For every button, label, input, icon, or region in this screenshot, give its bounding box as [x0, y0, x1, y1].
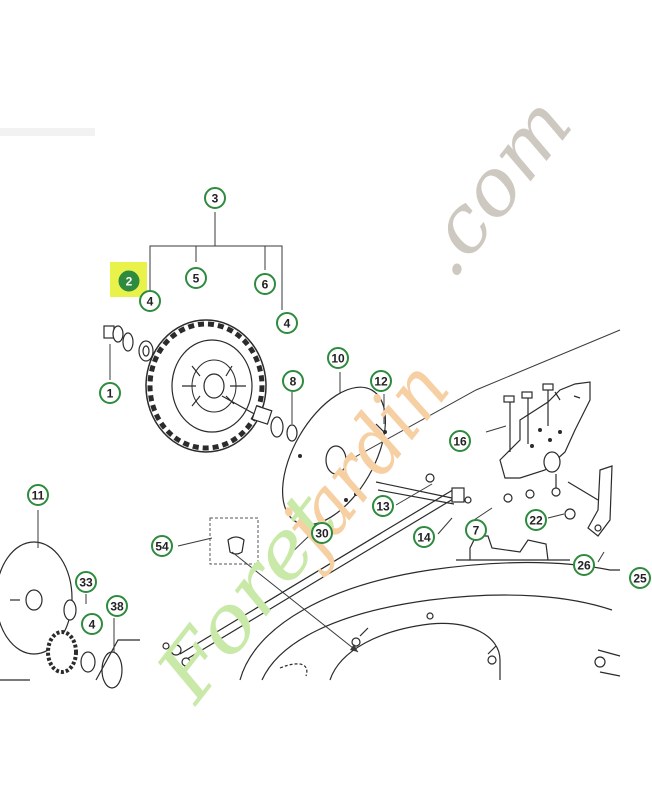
callout-label: 16 — [453, 435, 467, 449]
callout-circle — [465, 519, 487, 541]
callout-circle — [372, 495, 394, 517]
callout-c14: 14 — [413, 526, 435, 548]
callout-circle — [276, 312, 298, 334]
callout-circle — [106, 595, 128, 617]
callout-circle — [151, 535, 173, 557]
callout-label: 30 — [315, 527, 329, 541]
callout-circle — [525, 509, 547, 531]
callout-label: 4 — [89, 618, 96, 632]
callout-c4c: 4 — [81, 613, 103, 635]
callout-label: 2 — [126, 275, 133, 289]
callout-c5: 5 — [185, 267, 207, 289]
callout-label: 3 — [212, 192, 219, 206]
callout-label: 54 — [155, 540, 169, 554]
nut-part — [103, 325, 124, 343]
callout-label: 10 — [331, 352, 345, 366]
callout-label: 4 — [147, 295, 154, 309]
callout-circle — [311, 522, 333, 544]
faint-banner — [0, 128, 95, 136]
callout-c11: 11 — [27, 484, 49, 506]
callout-label: 38 — [110, 600, 124, 614]
callout-label: 22 — [529, 514, 543, 528]
callout-c6: 6 — [254, 273, 276, 295]
axle-bushing-part — [221, 395, 298, 442]
callout-circle — [282, 370, 304, 392]
callout-c22: 22 — [525, 509, 547, 531]
callout-label: 26 — [577, 559, 591, 573]
callout-label: 11 — [32, 489, 45, 503]
washer-part — [122, 332, 134, 352]
callout-label: 33 — [79, 576, 93, 590]
adjust-rod-drawing — [162, 329, 621, 667]
wheel-assembly-drawing — [103, 212, 298, 453]
callout-circle — [204, 187, 226, 209]
gear-part — [46, 630, 78, 674]
callout-c2: 2 — [118, 270, 140, 292]
callout-circle — [413, 526, 435, 548]
rear-wheel-drive-drawing — [0, 510, 140, 689]
callout-circle — [327, 347, 349, 369]
callout-label: 5 — [193, 272, 200, 286]
callout-c26: 26 — [573, 554, 595, 576]
callout-c4a: 4 — [139, 290, 161, 312]
callout-c7: 7 — [465, 519, 487, 541]
callout-c54: 54 — [151, 535, 173, 557]
callout-c33: 33 — [75, 571, 97, 593]
callout-circle — [370, 370, 392, 392]
wheel-part — [145, 319, 267, 453]
callout-c1: 1 — [99, 382, 121, 404]
callout-c4b: 4 — [276, 312, 298, 334]
callout-c3: 3 — [204, 187, 226, 209]
callout-circle — [449, 430, 471, 452]
watermark-part3: .com — [396, 81, 590, 294]
callout-label: 4 — [284, 317, 291, 331]
height-adjust-bracket-drawing — [499, 381, 613, 537]
leader-lines — [109, 344, 605, 563]
callout-circle — [99, 382, 121, 404]
callout-circle — [27, 484, 49, 506]
callout-label: 12 — [374, 375, 388, 389]
callout-c16: 16 — [449, 430, 471, 452]
callout-c10: 10 — [327, 347, 349, 369]
callout-circle — [81, 613, 103, 635]
part-54-box — [209, 517, 359, 653]
callout-c38: 38 — [106, 595, 128, 617]
callout-circle — [75, 571, 97, 593]
callout-c25: 25 — [629, 567, 651, 589]
callout-circle — [254, 273, 276, 295]
callout-label: 7 — [473, 524, 480, 538]
callout-circle — [139, 290, 161, 312]
callout-c8: 8 — [282, 370, 304, 392]
callout-circle — [573, 554, 595, 576]
callout-circle — [629, 567, 651, 589]
callout-circle — [118, 270, 140, 292]
callout-c12: 12 — [370, 370, 392, 392]
callout-circle — [185, 267, 207, 289]
callout-label: 14 — [417, 531, 431, 545]
callout-label: 1 — [107, 387, 114, 401]
callout-c30: 30 — [311, 522, 333, 544]
callout-c13: 13 — [372, 495, 394, 517]
callout-label: 25 — [633, 572, 647, 586]
cover-disc-drawing — [281, 372, 387, 526]
callout-label: 13 — [376, 500, 390, 514]
callout-label: 6 — [262, 278, 269, 292]
callout-label: 8 — [290, 375, 297, 389]
